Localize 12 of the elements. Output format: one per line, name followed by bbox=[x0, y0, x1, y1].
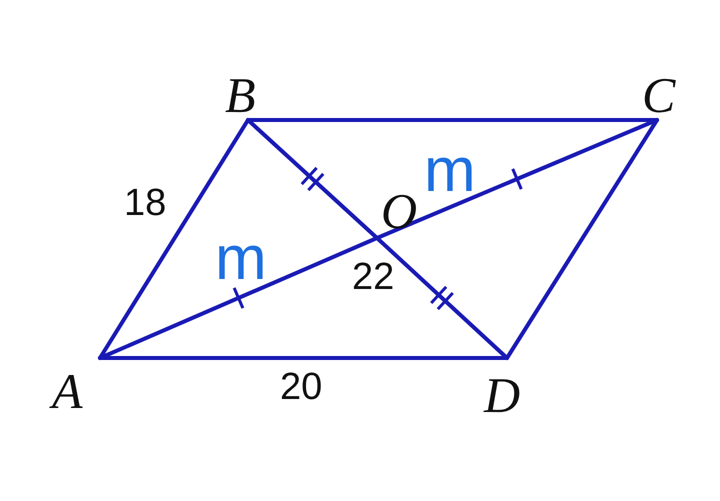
vertex-label: D bbox=[484, 370, 520, 420]
edge-label: m bbox=[423, 140, 477, 202]
line-segment bbox=[98, 236, 379, 360]
line-segment bbox=[98, 356, 509, 360]
line-segment bbox=[246, 118, 659, 122]
line-segment bbox=[375, 118, 659, 240]
vertex-label: B bbox=[225, 70, 256, 120]
line-segment bbox=[246, 118, 379, 240]
edge-label: m bbox=[214, 228, 268, 290]
vertex-label: C bbox=[642, 70, 676, 120]
vertex-label: O bbox=[381, 186, 418, 236]
line-segment bbox=[375, 236, 509, 360]
